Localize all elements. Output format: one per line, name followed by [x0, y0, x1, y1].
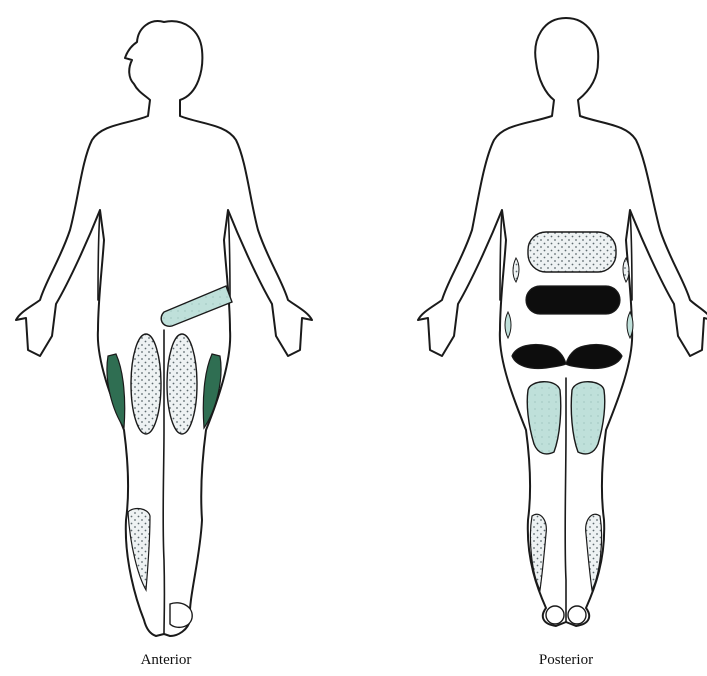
posterior-buttock-band — [526, 286, 620, 314]
anterior-figure — [16, 21, 312, 636]
posterior-left-hip-patch — [505, 312, 511, 338]
posterior-figure — [418, 18, 707, 626]
posterior-crotch-line — [565, 378, 566, 622]
posterior-right-heel — [568, 606, 586, 624]
posterior-lower-back-patch — [528, 232, 616, 272]
posterior-left-heel — [546, 606, 564, 624]
posterior-body-outline — [418, 18, 707, 626]
anterior-right-thigh-patch — [167, 334, 197, 434]
anterior-left-thigh-patch — [131, 334, 161, 434]
posterior-right-hip-patch — [627, 312, 633, 338]
anterior-label: Anterior — [96, 652, 236, 669]
posterior-label: Posterior — [496, 652, 636, 669]
